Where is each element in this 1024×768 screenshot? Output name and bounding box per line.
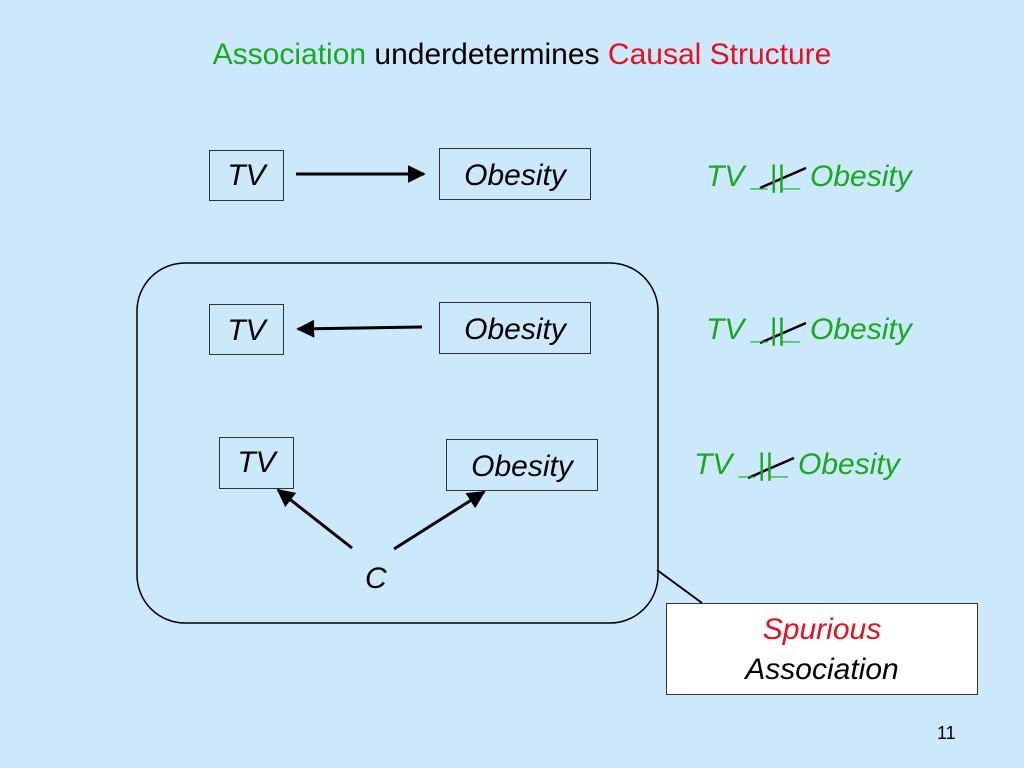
grouping-box [136,262,659,624]
page-number: 11 [937,723,956,743]
not-independent-slash-1 [759,166,807,190]
arrow-obesity-to-tv [296,319,423,338]
arrow-c-to-obesity [393,490,486,551]
node-tv-row2: TV [209,304,284,355]
not-independent-slash-2 [759,321,807,345]
callout-connector [656,569,703,604]
spurious-association-callout: Spurious Association [666,603,978,695]
indep-right: Obesity [810,313,912,346]
title-association: Association [212,38,367,71]
node-tv-row3: TV [219,437,294,489]
not-independent-slash-3 [747,456,795,480]
node-obesity-row1: Obesity [439,148,591,200]
independence-statement-3: TV _||_ Obesity [694,448,900,482]
indep-right: Obesity [810,160,912,193]
indep-left: TV [694,448,733,481]
slide-title: Association underdetermines Causal Struc… [0,38,1024,72]
node-obesity-row3: Obesity [446,439,598,491]
arrow-c-to-tv [276,488,353,550]
node-obesity-row2: Obesity [439,302,591,354]
node-tv-row1: TV [209,150,284,201]
indep-symbol: _||_ [740,448,790,481]
independence-statement-2: TV _||_ Obesity [706,313,912,347]
title-causal-structure: Causal Structure [607,38,832,71]
indep-symbol: _||_ [752,160,802,193]
independence-statement-1: TV _||_ Obesity [706,160,912,194]
indep-left: TV [706,160,745,193]
indep-right: Obesity [798,448,900,481]
indep-symbol: _||_ [752,313,802,346]
node-c-common-cause: C [365,562,387,595]
callout-line2: Association [745,653,899,686]
callout-line1: Spurious [762,613,882,646]
title-underdetermines: underdetermines [374,38,600,71]
indep-left: TV [706,313,745,346]
